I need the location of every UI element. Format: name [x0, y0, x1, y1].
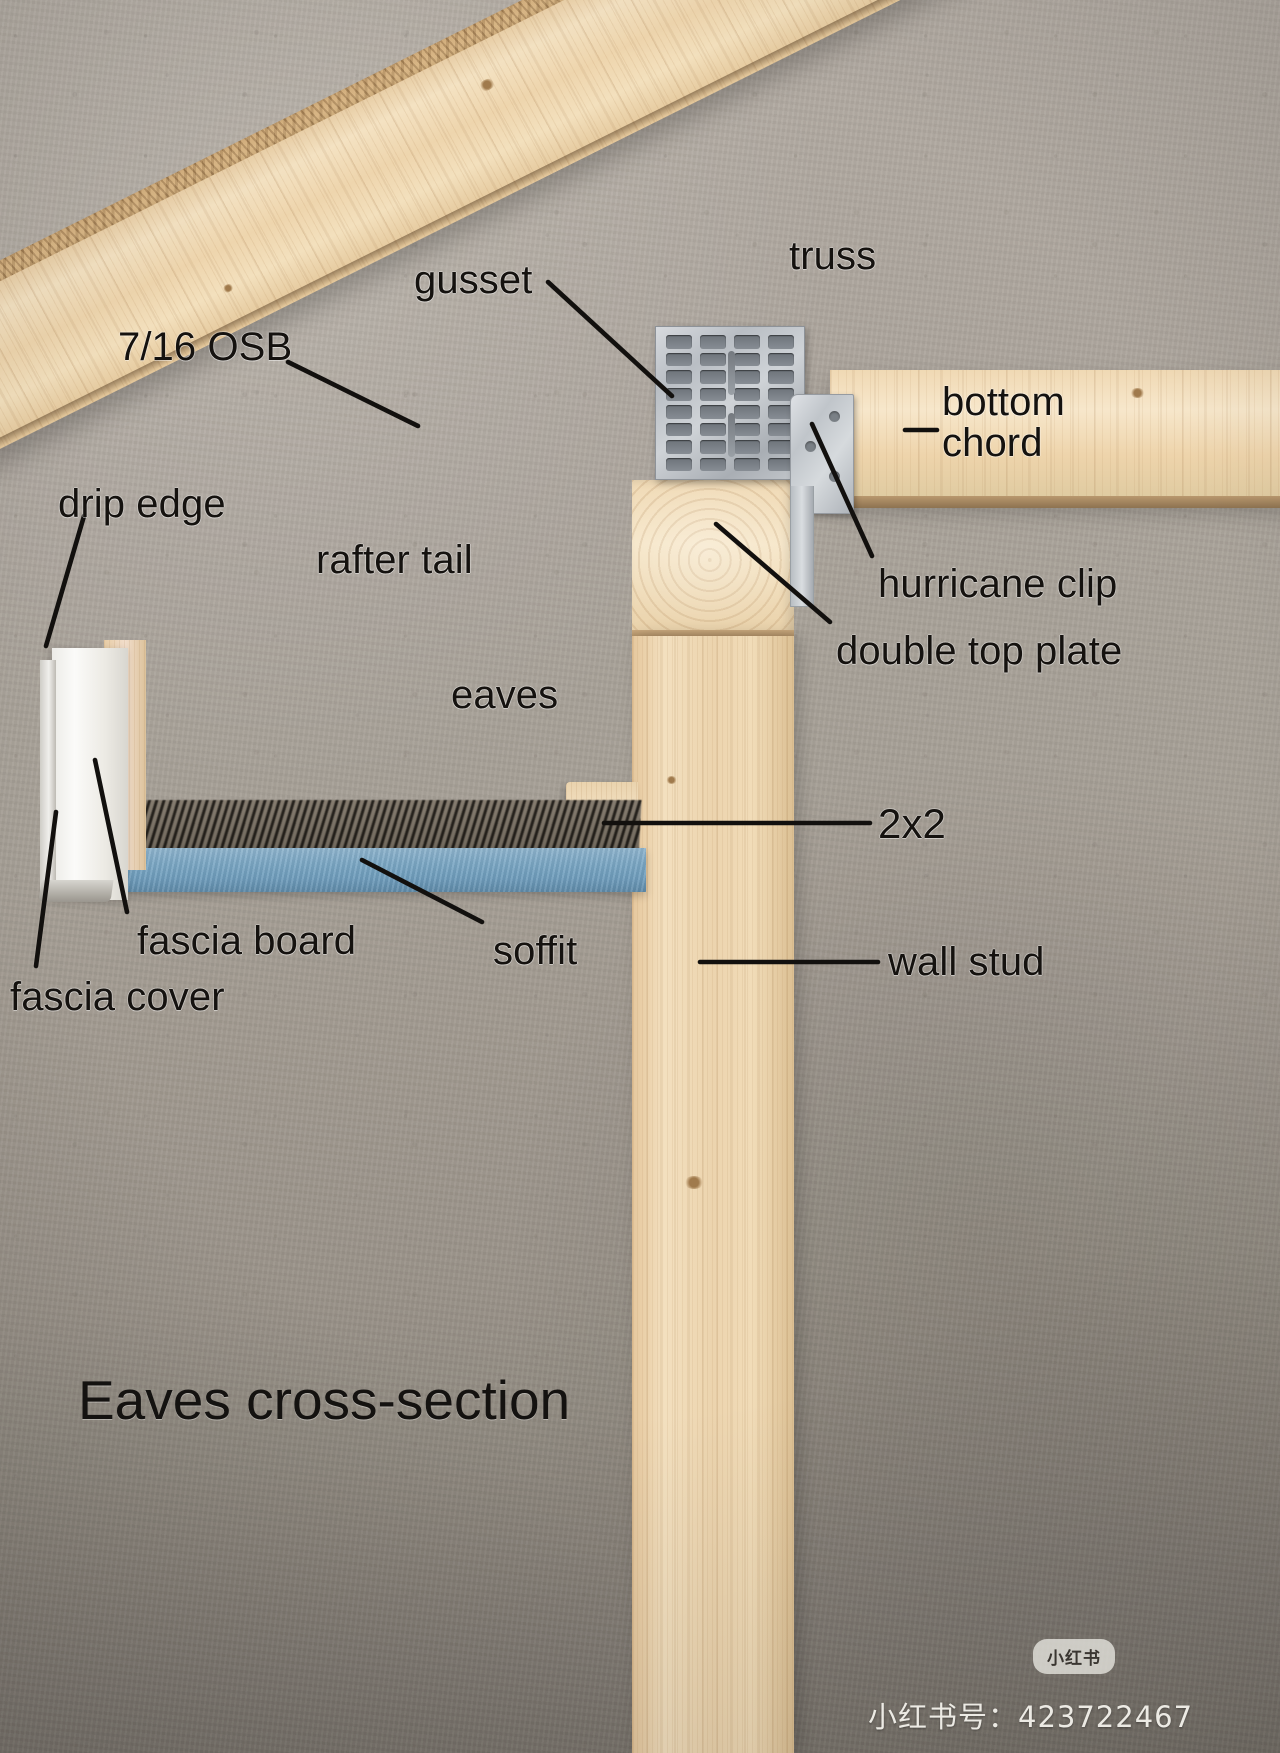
wood-knot	[1130, 388, 1145, 398]
gusset-slot	[700, 457, 726, 471]
bottom-chord-beam	[830, 370, 1280, 502]
gusset-slot	[768, 405, 794, 419]
wood-knot	[684, 1176, 704, 1189]
page-title: Eaves cross-section	[78, 1369, 571, 1431]
gusset-slot	[734, 370, 760, 384]
gusset-slot	[734, 405, 760, 419]
gusset-slot	[734, 335, 760, 349]
gusset-slot	[768, 422, 794, 436]
bottom-chord-shadow	[830, 496, 1280, 508]
label-double-top-plate: double top plate	[836, 629, 1123, 673]
xiaohongshu-account-id: 小红书号：423722467	[868, 1700, 1194, 1734]
gusset-slot	[734, 457, 760, 471]
gusset-slot	[666, 405, 692, 419]
label-osb: 7/16 OSB	[118, 325, 293, 369]
gusset-slot	[700, 352, 726, 366]
gusset-slot	[666, 457, 692, 471]
label-hurricane-clip: hurricane clip	[878, 562, 1118, 606]
top-plate-seam	[632, 630, 794, 638]
gusset-slot	[700, 422, 726, 436]
gusset-slot	[768, 440, 794, 454]
label-drip-edge: drip edge	[58, 482, 226, 526]
label-rafter-tail: rafter tail	[316, 538, 473, 582]
gusset-slot	[734, 352, 760, 366]
xiaohongshu-badge: 小红书	[1033, 1639, 1115, 1674]
label-fascia-board: fascia board	[137, 919, 357, 963]
gusset-slot	[734, 422, 760, 436]
gusset-slot	[768, 457, 794, 471]
label-wall-stud: wall stud	[888, 940, 1045, 984]
gusset-slot	[700, 370, 726, 384]
label-soffit: soffit	[493, 929, 578, 973]
label-2x2: 2x2	[878, 800, 947, 847]
label-truss: truss	[789, 234, 877, 278]
gusset-slot	[768, 335, 794, 349]
gusset-slot	[700, 440, 726, 454]
label-eaves: eaves	[451, 673, 559, 717]
gusset-slot	[700, 335, 726, 349]
label-gusset: gusset	[414, 258, 533, 302]
gusset-slot	[768, 370, 794, 384]
gusset-slot	[666, 440, 692, 454]
gusset-slot	[700, 387, 726, 401]
gusset-slot	[768, 352, 794, 366]
clip-fastener-hole	[829, 411, 840, 422]
gusset-pin-slot	[728, 351, 735, 395]
gusset-pin-slot	[728, 413, 735, 457]
gusset-slot	[700, 405, 726, 419]
gusset-slot	[734, 440, 760, 454]
gusset-slot	[666, 422, 692, 436]
wood-knot	[666, 776, 677, 784]
label-fascia-cover: fascia cover	[10, 975, 225, 1019]
label-bottom-chord: bottom chord	[942, 380, 1065, 465]
soffit-blue-trim	[48, 848, 646, 892]
gusset-slot	[734, 387, 760, 401]
gusset-slot	[768, 387, 794, 401]
